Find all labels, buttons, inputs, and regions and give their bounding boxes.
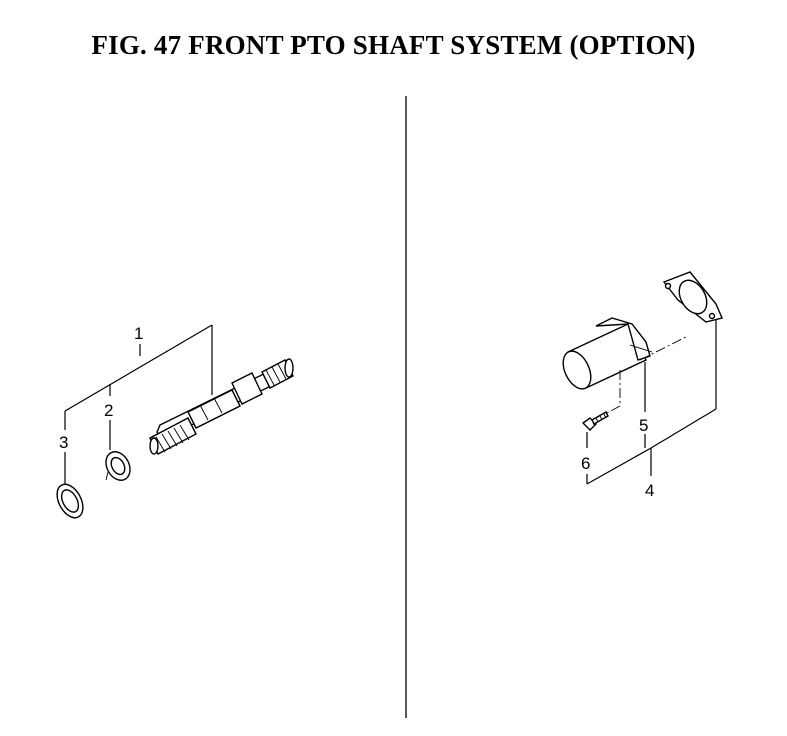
nut-part	[105, 451, 131, 481]
washer-part	[56, 483, 84, 519]
callout-2: 2	[104, 401, 113, 420]
center-line	[639, 335, 689, 361]
callout-3: 3	[59, 433, 68, 452]
pto-shaft-part	[149, 358, 294, 455]
left-callout-tree	[64, 324, 213, 484]
pto-cover-part	[562, 317, 653, 390]
callout-1: 1	[134, 324, 143, 343]
right-callout-tree	[586, 318, 717, 485]
bolt-part	[581, 411, 609, 431]
callout-5: 5	[639, 416, 648, 435]
callout-6: 6	[581, 454, 590, 473]
callout-4: 4	[645, 481, 654, 500]
flange-plate-part	[662, 271, 723, 323]
figure-title: FIG. 47 FRONT PTO SHAFT SYSTEM (OPTION)	[91, 30, 696, 60]
